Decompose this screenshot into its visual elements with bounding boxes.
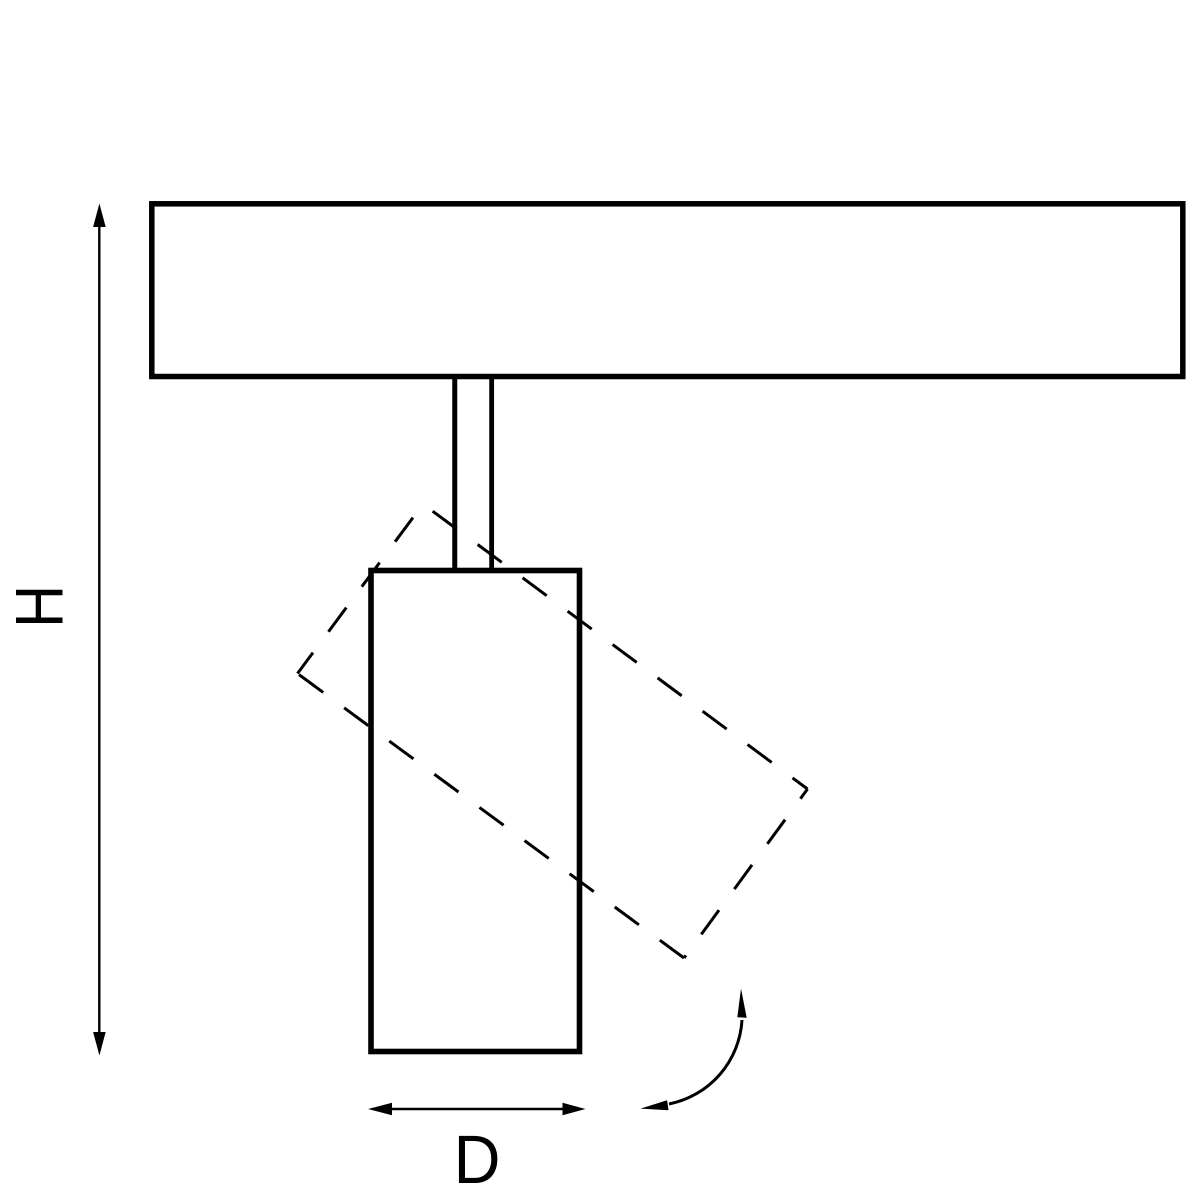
svg-text:H: H bbox=[1, 585, 78, 628]
svg-text:D: D bbox=[454, 1121, 501, 1198]
